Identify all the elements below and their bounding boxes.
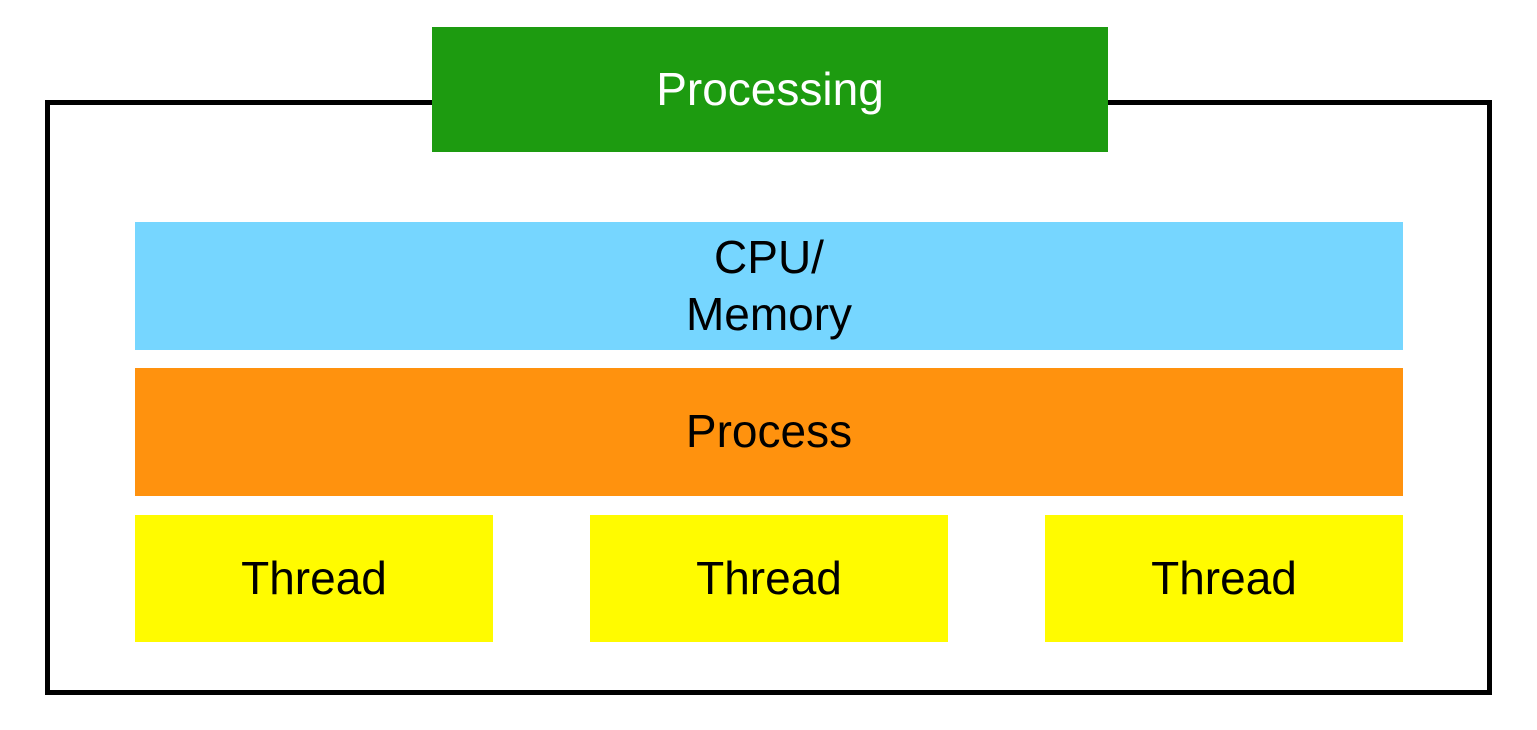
thread-box-1: Thread [135,515,493,642]
process-box: Process [135,368,1403,496]
processing-box: Processing [432,27,1108,152]
thread-label-2: Thread [696,551,842,604]
cpu-memory-label-line1: CPU/ [714,230,824,283]
processing-label: Processing [656,62,884,115]
thread-label-1: Thread [241,551,387,604]
thread-label-3: Thread [1151,551,1297,604]
cpu-memory-box: CPU/ Memory [135,222,1403,350]
process-label: Process [685,405,853,458]
thread-box-3: Thread [1045,515,1403,642]
thread-box-2: Thread [590,515,948,642]
cpu-memory-label-line2: Memory [685,288,853,340]
